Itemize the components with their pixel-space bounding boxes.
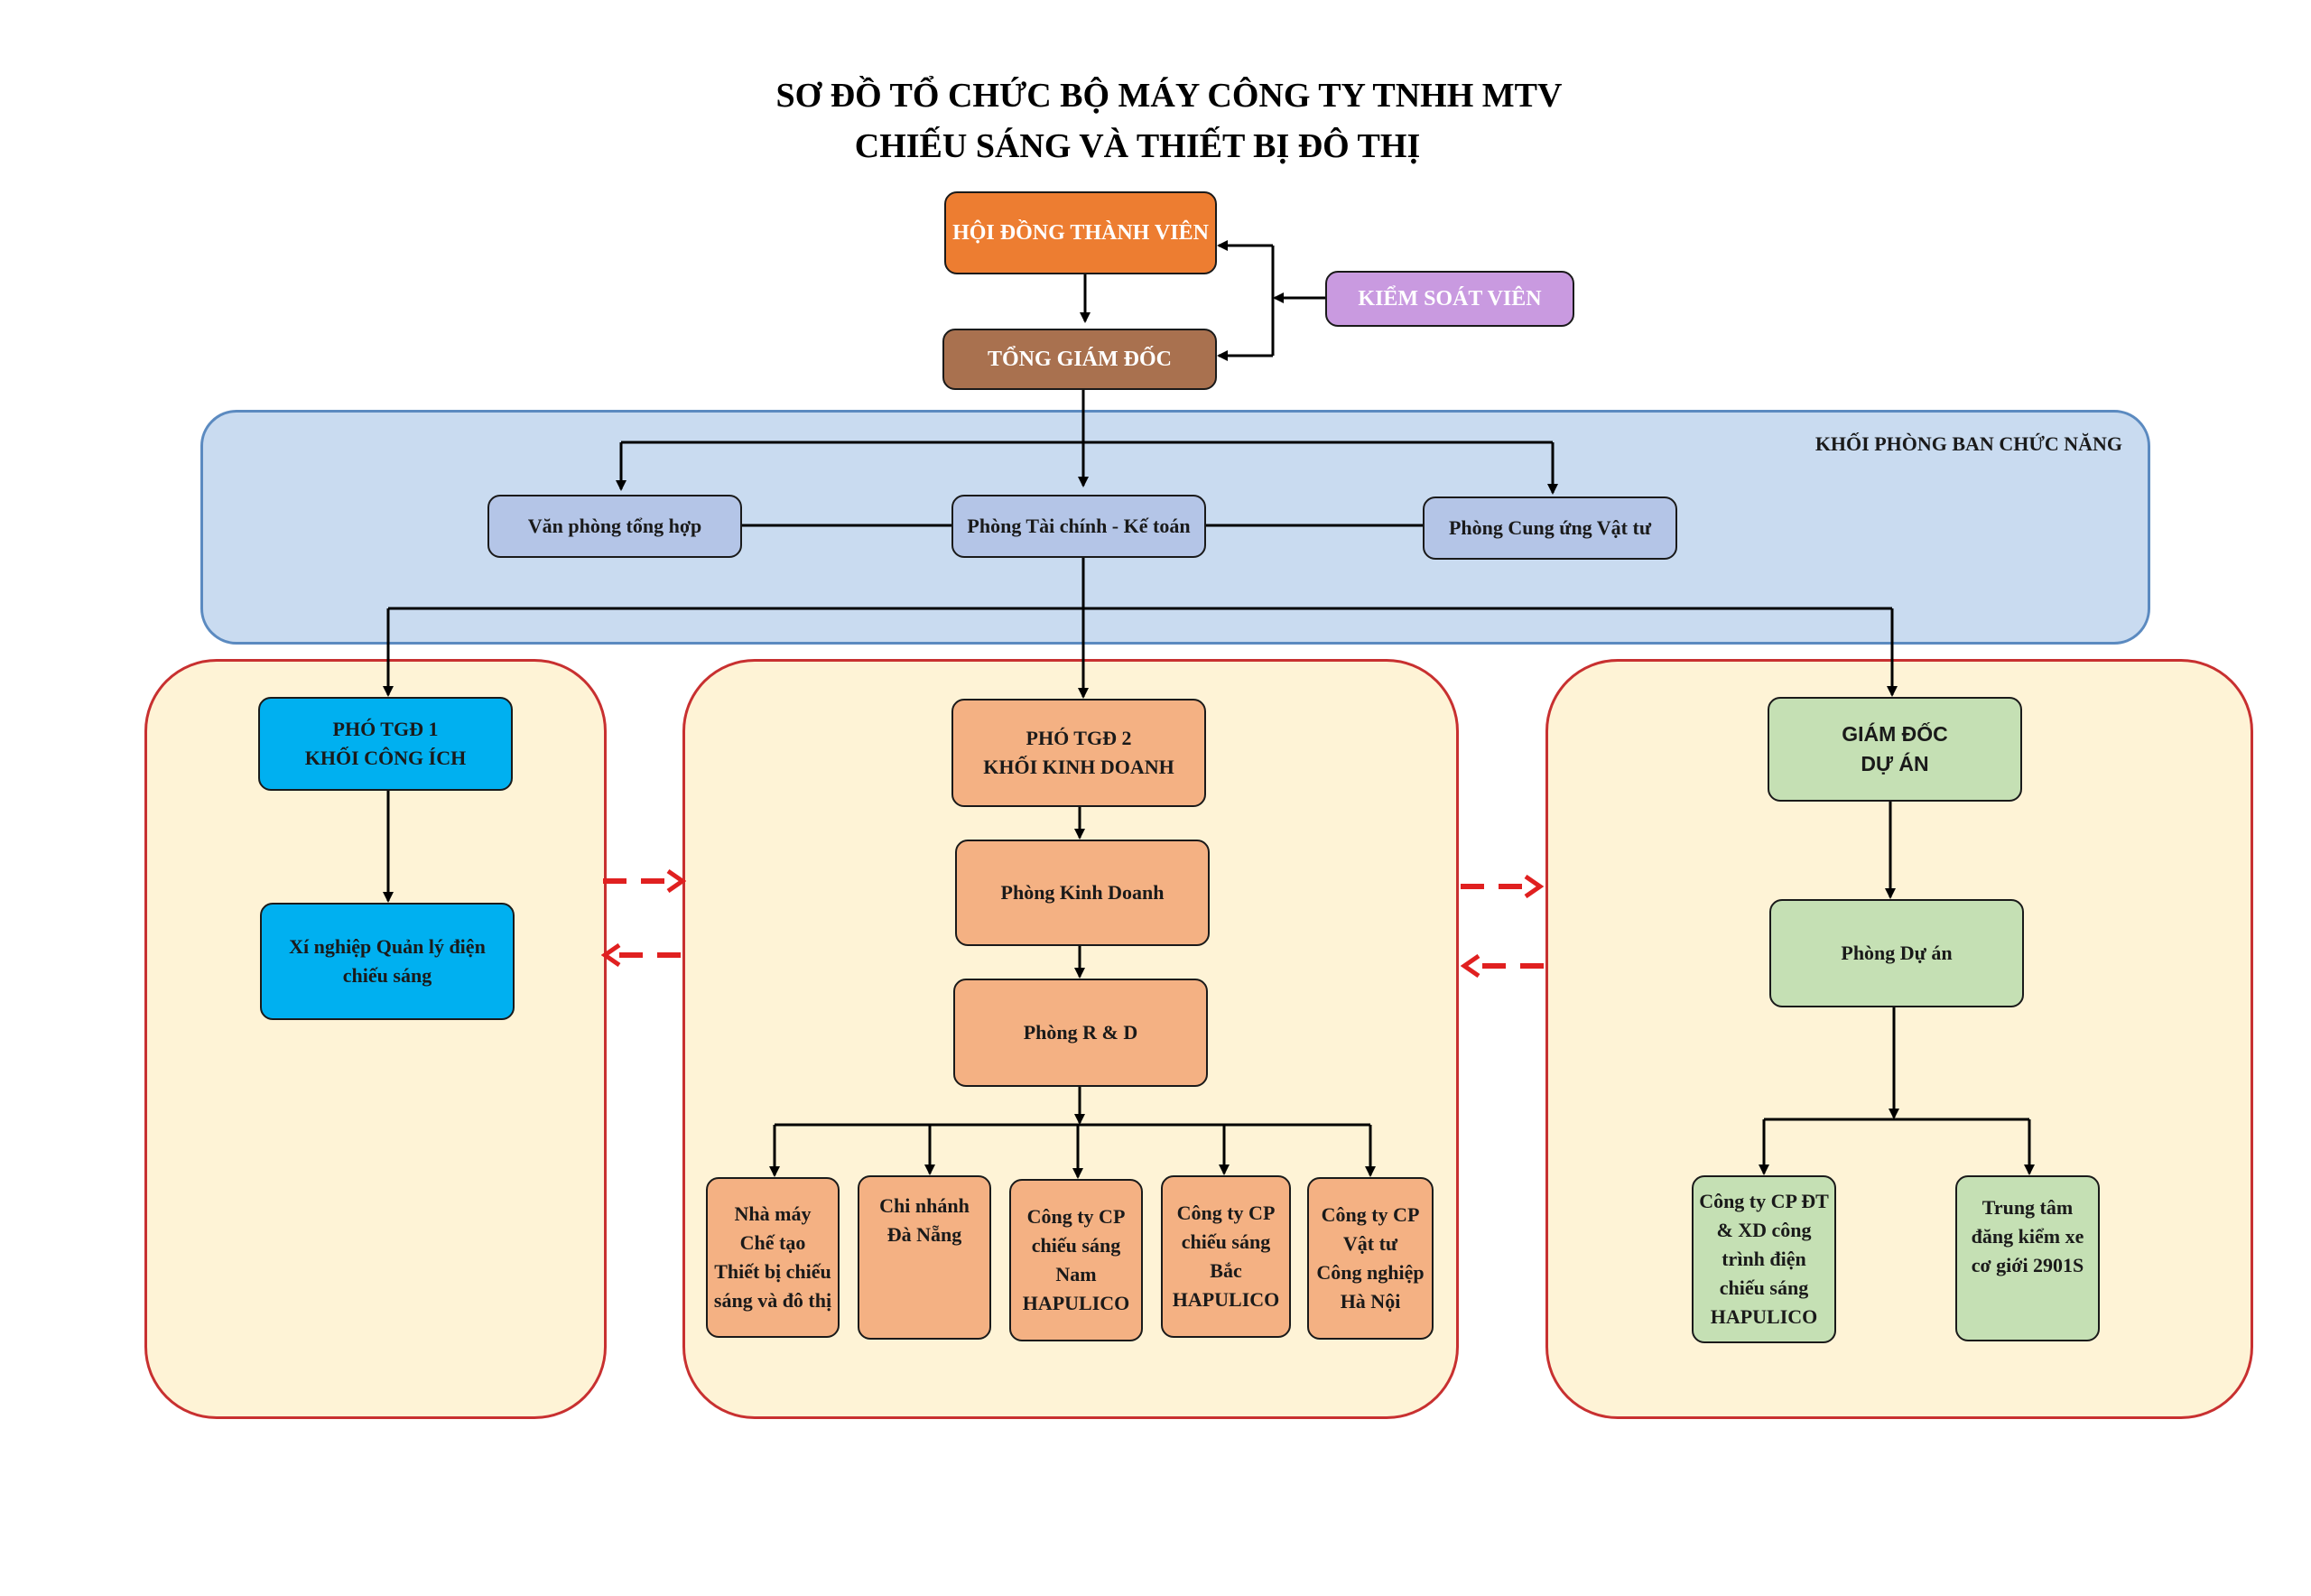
deputy-gd1-box: PHÓ TGĐ 1 KHỐI CÔNG ÍCH [258, 697, 513, 791]
functional-block-label: KHỐI PHÒNG BAN CHỨC NĂNG [1814, 432, 2122, 455]
project-director-box: GIÁM ĐỐC DỰ ÁN [1768, 697, 2022, 802]
board-of-members-box: HỘI ĐỒNG THÀNH VIÊN [944, 191, 1217, 274]
general-director-box: TỔNG GIÁM ĐỐC [942, 329, 1217, 390]
mid-unit-danang-branch: Chi nhánh Đà Nẵng [858, 1175, 991, 1340]
project-department-box: Phòng Dự án [1769, 899, 2024, 1007]
chart-title-line1: SƠ ĐỒ TỔ CHỨC BỘ MÁY CÔNG TY TNHH MTV [775, 77, 1563, 115]
rnd-department-box: Phòng R & D [953, 979, 1208, 1087]
deputy-gd2-box: PHÓ TGĐ 2 KHỐI KINH DOANH [951, 699, 1206, 807]
mid-unit-hanoi-materials: Công ty CP Vật tư Công nghiệp Hà Nội [1307, 1177, 1434, 1340]
mid-unit-factory: Nhà máy Chế tạo Thiết bị chiếu sáng và đ… [706, 1177, 840, 1338]
right-unit-investment-company: Công ty CP ĐT & XD công trình điện chiếu… [1692, 1175, 1836, 1343]
chart-title-line2: CHIẾU SÁNG VÀ THIẾT BỊ ĐÔ THỊ [854, 127, 1421, 165]
controller-box: KIỂM SOÁT VIÊN [1325, 271, 1574, 327]
right-unit-inspection-center: Trung tâm đăng kiểm xe cơ giới 2901S [1955, 1175, 2100, 1341]
mid-unit-north-lighting: Công ty CP chiếu sáng Bắc HAPULICO [1161, 1175, 1291, 1338]
sales-department-box: Phòng Kinh Doanh [955, 840, 1210, 946]
general-office-box: Văn phòng tổng hợp [487, 495, 742, 558]
procurement-box: Phòng Cung ứng Vật tư [1423, 496, 1677, 560]
lighting-management-enterprise-box: Xí nghiệp Quản lý điện chiếu sáng [260, 903, 515, 1020]
mid-unit-south-lighting: Công ty CP chiếu sáng Nam HAPULICO [1009, 1179, 1143, 1341]
finance-accounting-box: Phòng Tài chính - Kế toán [951, 495, 1206, 558]
